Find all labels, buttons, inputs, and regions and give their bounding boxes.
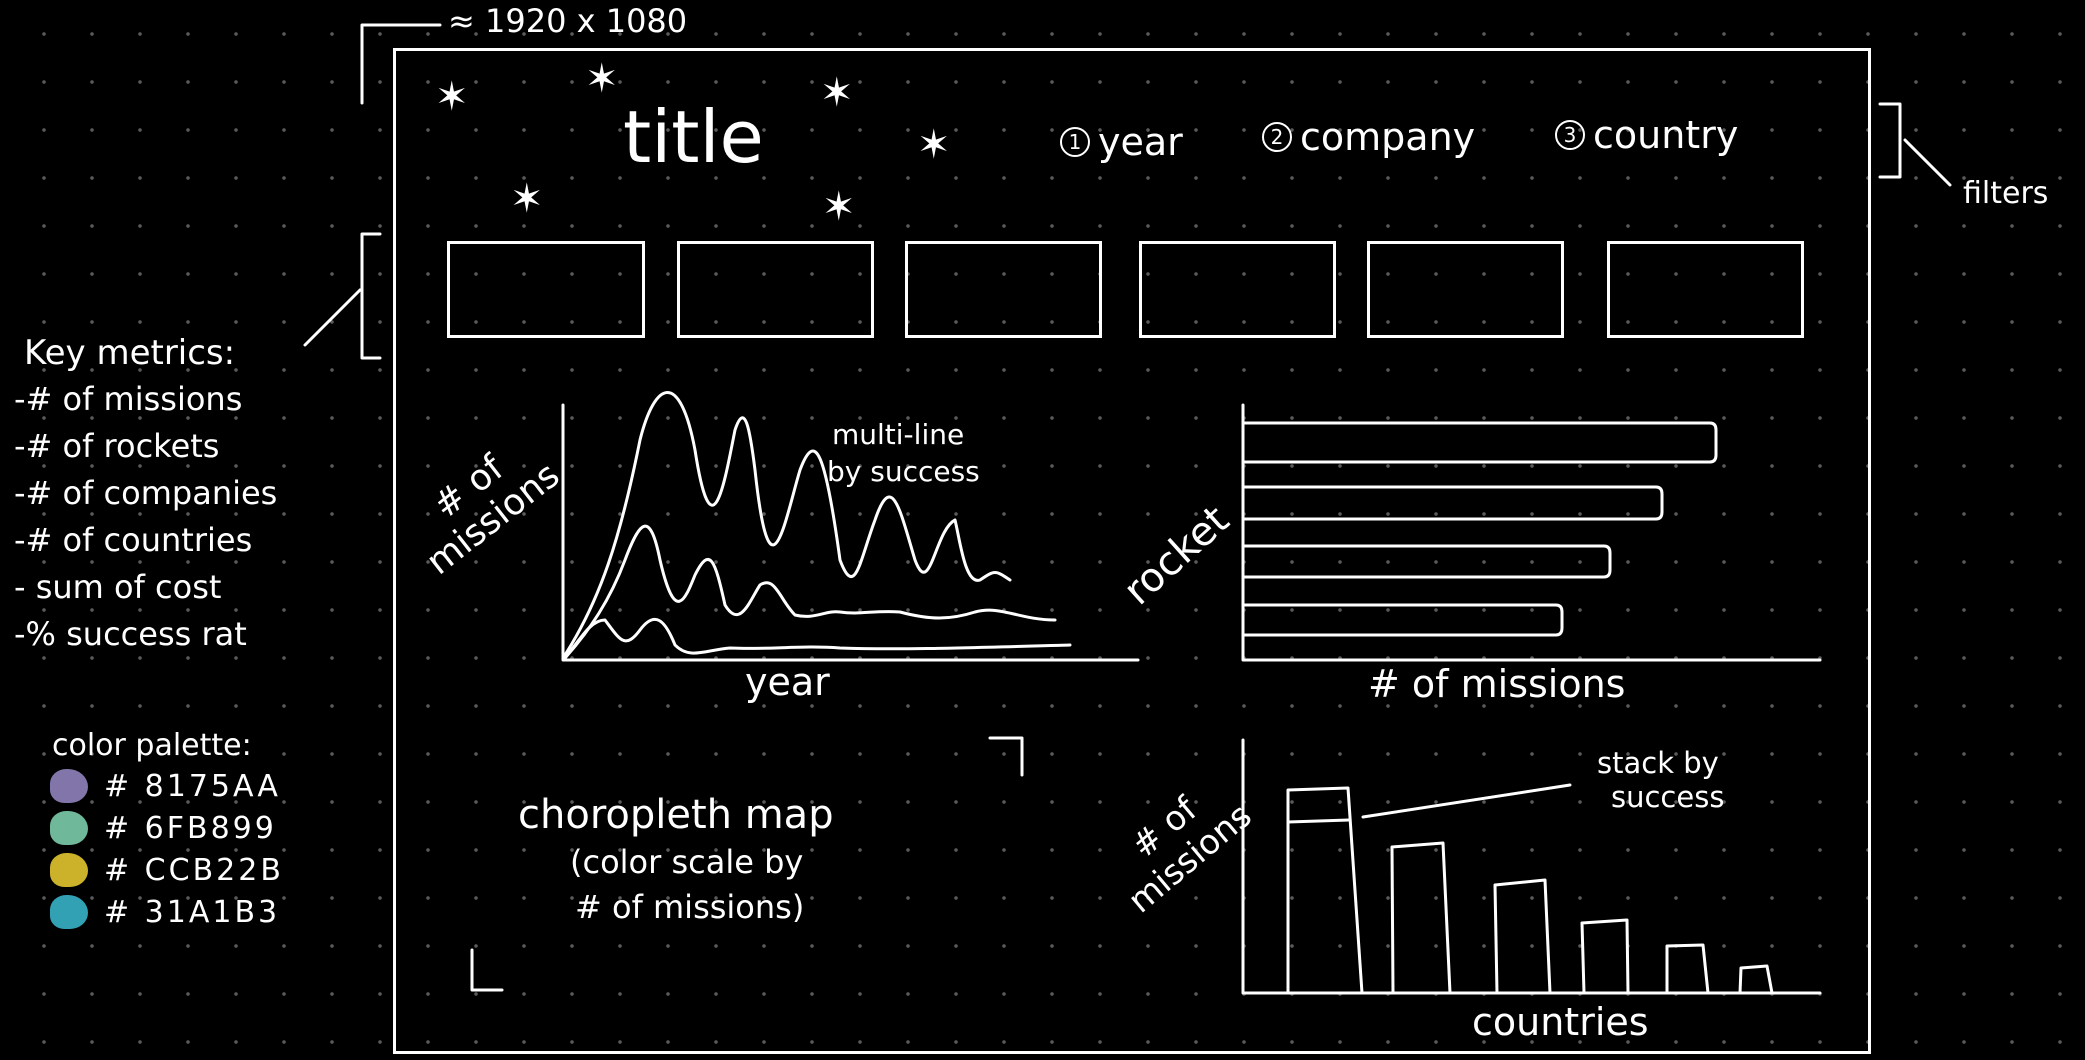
map-title: choropleth map [518,792,834,838]
color-swatch [50,895,88,929]
key-metrics-label: Key metrics: [24,333,236,373]
filter-number: 2 [1262,122,1292,152]
stack-bar-3 [1493,878,1552,995]
palette-item: # CCB22B [50,849,284,891]
hbar-4 [1241,603,1564,637]
color-hex: # 31A1B3 [104,894,281,930]
stack-bar-6 [1738,964,1774,995]
filter-label: year [1098,120,1183,164]
bar-chart-xlabel: # of missions [1368,662,1626,706]
filter-number: 1 [1060,127,1090,157]
filter-year[interactable]: 1 year [1060,120,1183,164]
map-subtitle-2: # of missions) [575,888,805,926]
stack-bar-2 [1390,841,1452,995]
line-series-mid [563,524,1057,660]
metric-item: -# of companies [14,474,278,512]
metric-item: -# of missions [14,380,243,418]
color-swatch [50,769,88,803]
stack-bar-1-split [1286,818,1351,824]
hbar-2 [1241,485,1664,521]
color-hex: # CCB22B [104,852,284,888]
palette-item: # 6FB899 [50,807,284,849]
filters-bracket [1878,102,1902,179]
palette-item: # 8175AA [50,765,284,807]
metric-item: -# of countries [14,521,253,559]
stacked-annotation-2: success [1611,780,1725,814]
line-chart-xlabel: year [745,660,830,704]
metrics-connector [303,288,362,347]
filter-company[interactable]: 2 company [1262,115,1475,159]
stack-bar-5 [1665,943,1710,995]
metric-box-countries [1139,241,1336,338]
color-swatch [50,811,88,845]
stack-bar-1 [1286,786,1364,995]
stack-annotation-pointer [1361,783,1572,819]
filter-number: 3 [1555,120,1585,150]
color-hex: # 6FB899 [104,810,277,846]
key-metrics-list: -# of missions -# of rockets -# of compa… [14,376,277,658]
line-series-low [563,617,1072,660]
star-icon: ✶ [820,70,854,116]
filter-label: country [1593,113,1739,157]
star-icon: ✶ [510,176,544,222]
hbar-1 [1241,421,1718,464]
star-icon: ✶ [435,74,469,120]
metric-item: -# of rockets [14,427,220,465]
color-swatch [50,853,88,887]
metrics-bracket [360,232,382,360]
line-chart-annotation-1: multi-line [832,418,965,451]
resolution-note: ≈ 1920 x 1080 [448,2,688,40]
filters-connector [1903,138,1952,187]
line-chart-axes [561,403,1140,662]
metric-item: - sum of cost [14,568,222,606]
map-corner-bl [470,948,504,992]
page-title: title [623,95,764,179]
map-corner-tr [988,736,1024,777]
color-palette-label: color palette: [52,728,252,763]
filter-country[interactable]: 3 country [1555,113,1738,157]
bar-chart-axes [1241,403,1822,662]
star-icon: ✶ [917,122,951,168]
stacked-annotation-1: stack by [1597,746,1719,780]
line-chart-annotation-2: by success [827,455,980,488]
metric-box-success-rate [1607,241,1804,338]
palette-item: # 31A1B3 [50,891,284,933]
line-series-top [563,391,1012,657]
hbar-3 [1241,544,1612,579]
stacked-chart-xlabel: countries [1472,1000,1649,1044]
resolution-bracket [360,23,442,105]
color-palette-list: # 8175AA # 6FB899 # CCB22B # 31A1B3 [50,765,284,933]
metric-item: -% success rat [14,615,247,653]
map-subtitle-1: (color scale by [570,843,804,881]
star-icon: ✶ [585,56,619,102]
metric-box-missions [447,241,645,338]
filter-label: company [1300,115,1476,159]
metric-box-cost [1367,241,1564,338]
filters-label: filters [1963,176,2049,211]
metric-box-rockets [677,241,874,338]
metric-box-companies [905,241,1102,338]
dashboard-frame [393,48,1871,1054]
star-icon: ✶ [822,184,856,230]
color-hex: # 8175AA [104,768,281,804]
stack-bar-4 [1580,918,1630,995]
